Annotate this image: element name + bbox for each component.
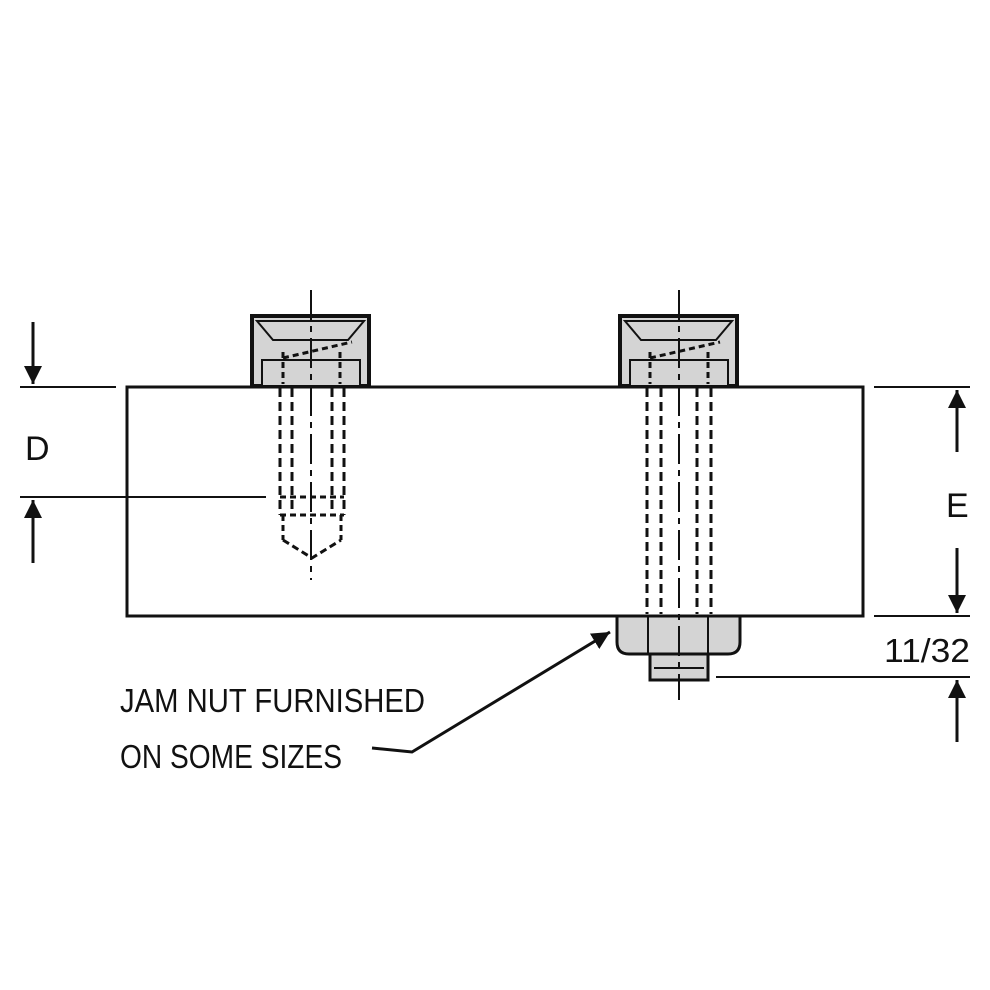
dimension-11-32: 11/32 (716, 632, 970, 742)
label-e: E (946, 487, 969, 525)
dimension-e: E (874, 386, 970, 617)
block-body (125, 385, 865, 618)
right-screw (615, 290, 742, 700)
label-d: D (25, 430, 50, 468)
dimension-d: D (20, 322, 266, 563)
note-line-2: ON SOME SIZES (120, 738, 342, 775)
label-fraction: 11/32 (884, 632, 970, 669)
left-screw (250, 290, 371, 580)
leader-line (371, 630, 611, 754)
note-line-1: JAM NUT FURNISHED (120, 682, 425, 719)
jam-nut-note: JAM NUT FURNISHED ON SOME SIZES (120, 630, 611, 775)
